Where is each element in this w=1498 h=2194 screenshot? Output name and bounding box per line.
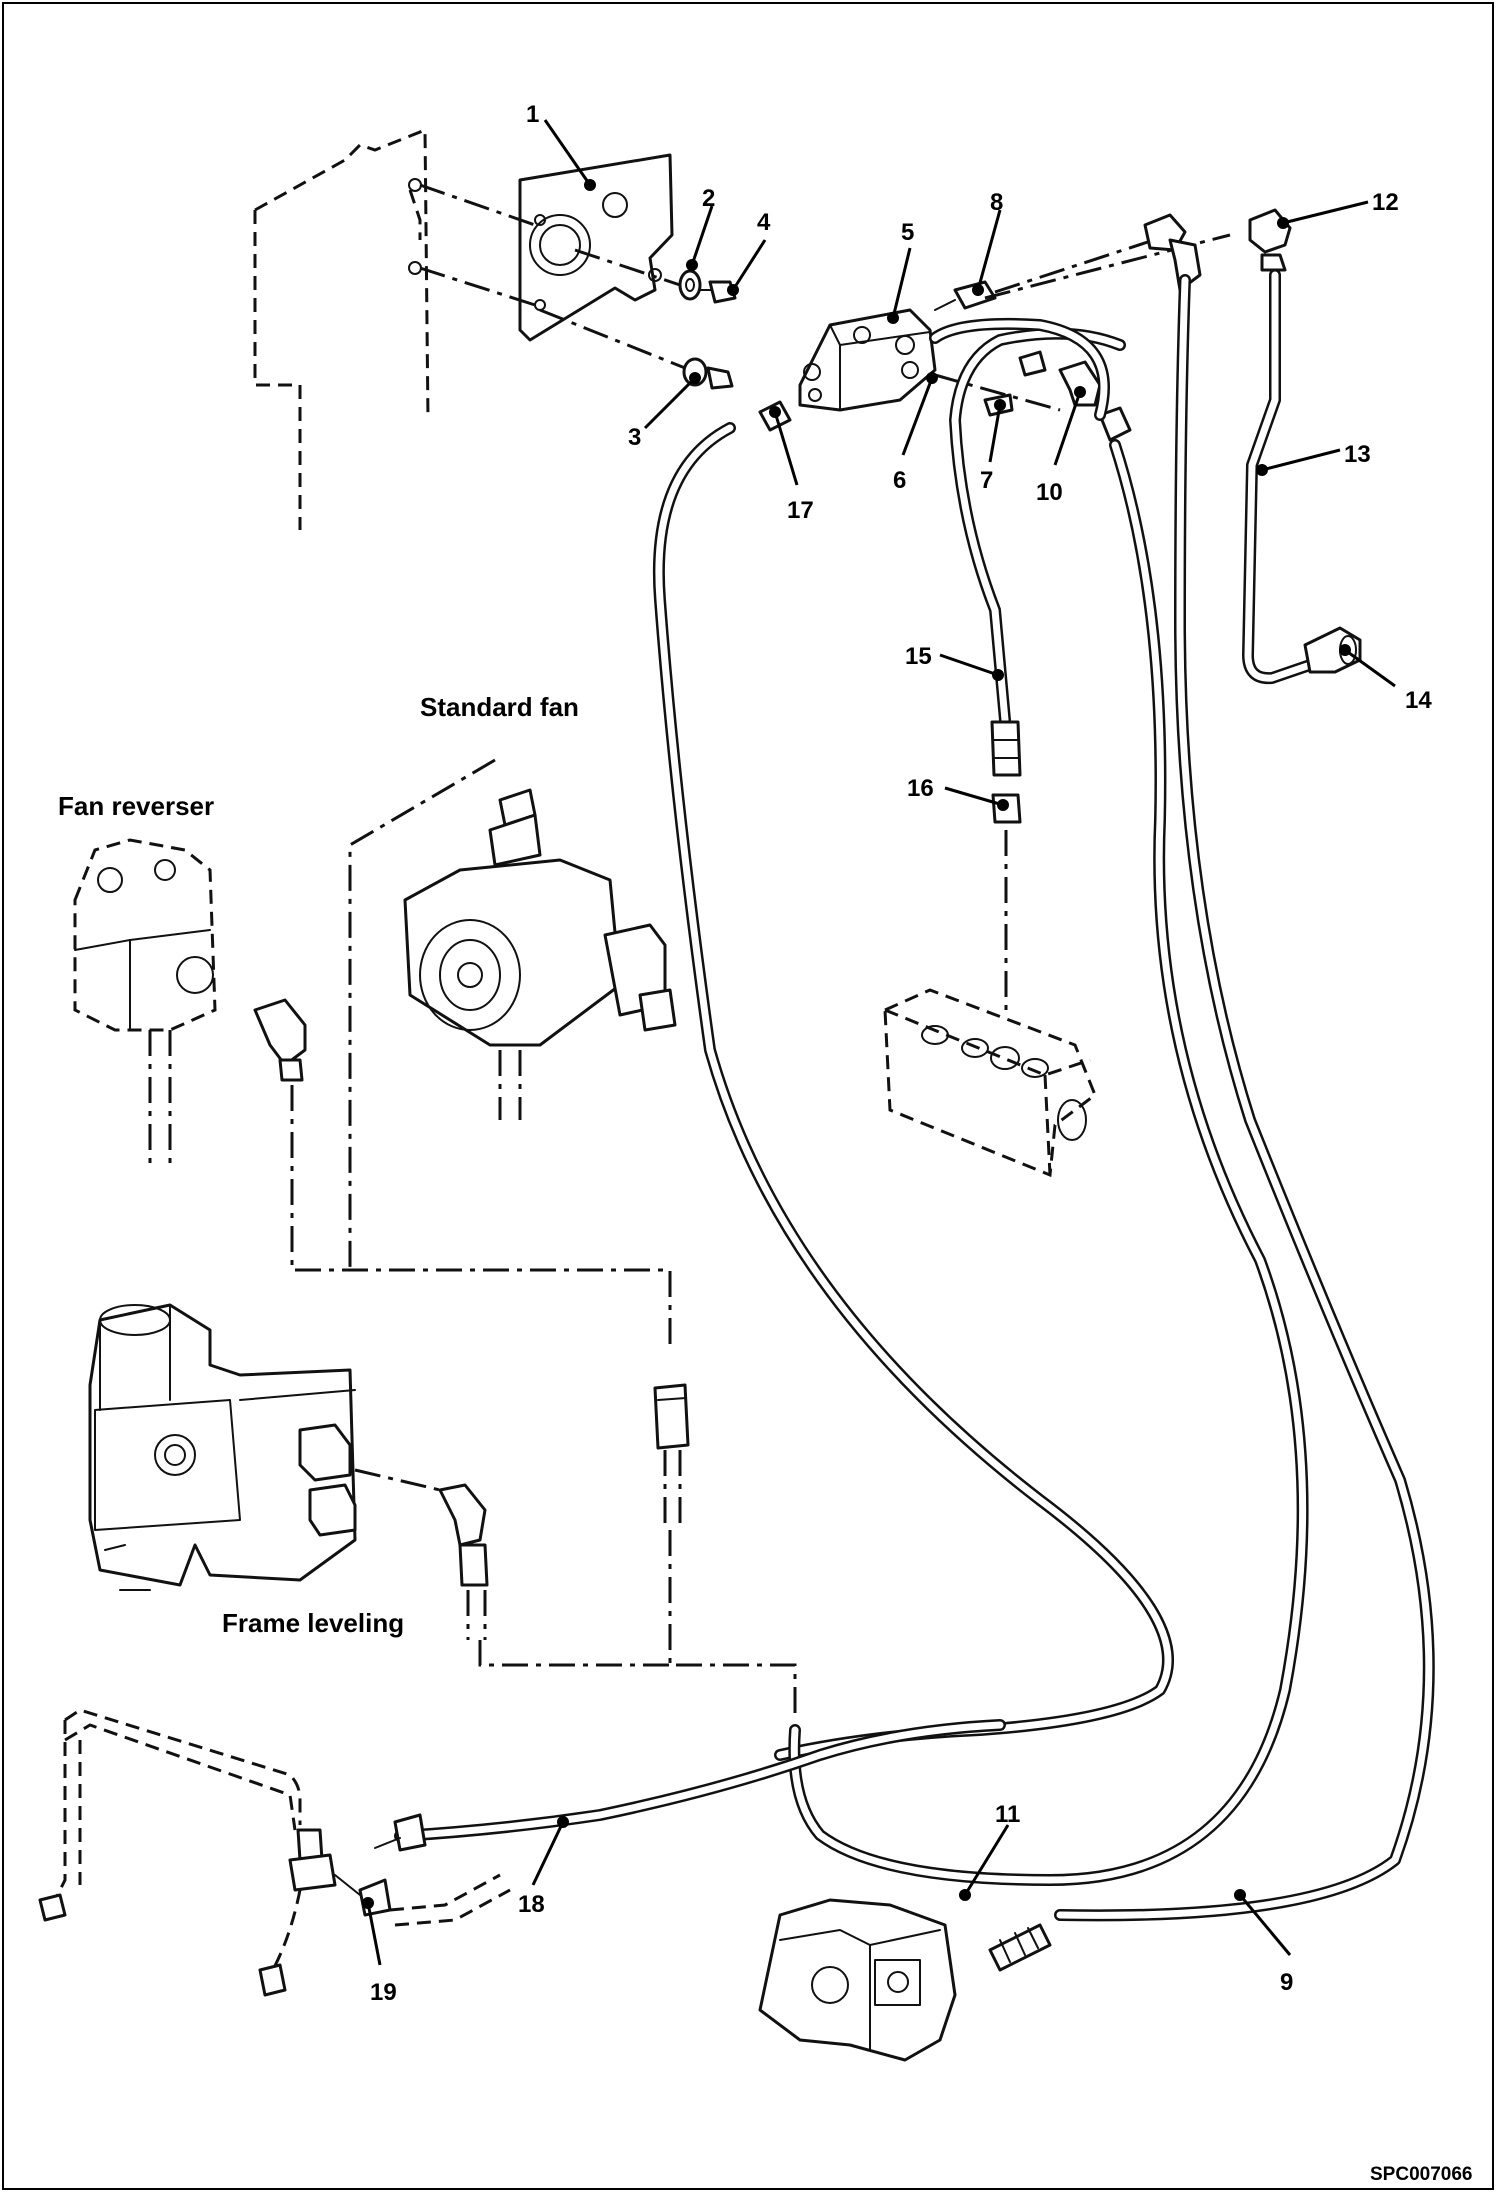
manifold-block: [883, 988, 1097, 1178]
centerline-junction: [668, 1530, 797, 1720]
callout-11: 11: [995, 1801, 1020, 1828]
inline-fitting: [653, 1383, 690, 1530]
tube-13: [1242, 269, 1316, 685]
callout-labels: 1 2 3 4 5 6 7 8 9 10 11 12 13 14 15 16 1…: [370, 101, 1432, 2006]
callout-5: 5: [901, 219, 914, 246]
drawing-code: SPC007066: [1370, 2164, 1472, 2185]
callout-6: 6: [893, 467, 906, 494]
centerline-fan-reverser: [290, 1085, 672, 1350]
centerline-frame-leveling-2: [478, 1640, 670, 1667]
callout-1: 1: [526, 101, 539, 128]
centerline-frame-leveling: [354, 1468, 441, 1492]
centerline-bolt-top: [419, 183, 536, 227]
elbow-frame-leveling: [438, 1483, 489, 1640]
caption-frame-leveling: Frame leveling: [222, 1608, 404, 1638]
fan-reverser-valve: [73, 838, 217, 1170]
standard-fan-motor: [403, 788, 677, 1120]
pump-assembly: [758, 1898, 1052, 2062]
hose-11: [788, 439, 1309, 1886]
callout-14: 14: [1405, 687, 1432, 714]
callout-7: 7: [980, 467, 993, 494]
hose-17: [652, 422, 1174, 1761]
caption-standard-fan: Standard fan: [420, 692, 579, 722]
ghost-pipes-left: [53, 1708, 302, 1901]
centerline-fitting-8: [994, 236, 1161, 294]
elbow-fan-reverser: [253, 998, 307, 1082]
washer-2: [678, 269, 702, 301]
centerline-bolt-3: [539, 308, 691, 372]
callout-17: 17: [787, 497, 814, 524]
fitting-8: [934, 280, 997, 311]
centerline-washer: [574, 248, 681, 287]
hose-18-end: [374, 1813, 511, 1927]
frame-leveling-valve: [88, 1303, 357, 1591]
callout-12: 12: [1372, 189, 1399, 216]
callout-10: 10: [1036, 479, 1063, 506]
valve-block-5: [798, 308, 937, 412]
hose-18: [394, 1719, 1006, 1842]
leaders: [362, 119, 1396, 1966]
mounting-plate: [408, 153, 674, 342]
callout-16: 16: [907, 775, 934, 802]
centerline-bolt-bottom: [419, 266, 536, 307]
callout-8: 8: [990, 189, 1003, 216]
hose-end-15: [990, 720, 1022, 777]
callout-9: 9: [1280, 1969, 1293, 1996]
tee-19: [38, 1828, 392, 1997]
callout-3: 3: [628, 424, 641, 451]
hose-10-link: [929, 317, 1110, 421]
elbow-10: [1058, 360, 1132, 442]
caption-fan-reverser: Fan reverser: [58, 791, 214, 821]
fitting-14: [1303, 626, 1362, 674]
callout-4: 4: [757, 209, 771, 236]
swivel-upper: [1143, 213, 1202, 292]
hose-9: [1054, 274, 1435, 1922]
callout-18: 18: [518, 1891, 545, 1918]
callout-19: 19: [370, 1979, 397, 2006]
centerline-standard-fan: [348, 758, 496, 1270]
callout-13: 13: [1344, 441, 1371, 468]
bracket-outline: [253, 127, 430, 530]
callout-15: 15: [905, 643, 932, 670]
callout-2: 2: [702, 185, 715, 212]
